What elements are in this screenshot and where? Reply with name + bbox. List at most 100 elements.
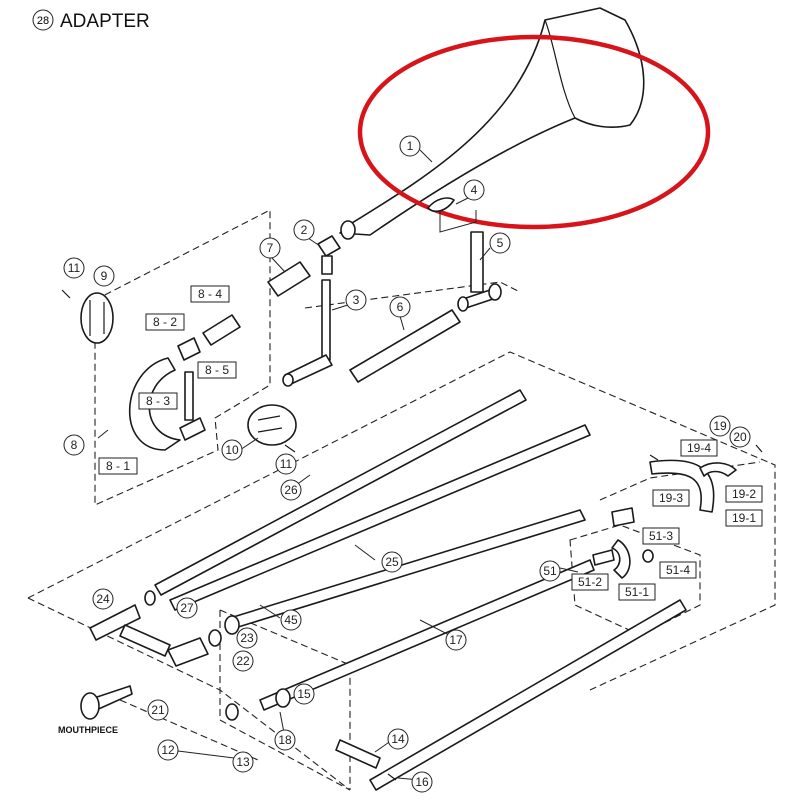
svg-text:45: 45 [284, 613, 298, 627]
callout-11-bottom[interactable]: 11 [275, 453, 297, 475]
bell-highlight [357, 34, 711, 230]
callout-20[interactable]: 20 [729, 426, 751, 448]
lead-8 [97, 429, 109, 439]
lead-25 [354, 544, 376, 561]
callout-51-3[interactable]: 51-3 [642, 527, 680, 545]
section-title: ADAPTER [60, 11, 150, 32]
tube-5 [457, 231, 502, 312]
crook-19-2 [699, 462, 737, 477]
tube-3-vertical [321, 279, 331, 361]
lead-7 [271, 257, 286, 273]
callout-8[interactable]: 8 [63, 434, 85, 456]
callout-16[interactable]: 16 [411, 771, 433, 793]
svg-text:51: 51 [543, 564, 557, 578]
sleeve-7 [267, 261, 311, 297]
upper-center-outline [304, 281, 521, 309]
svg-text:16: 16 [415, 775, 429, 789]
svg-text:3: 3 [353, 293, 360, 307]
tube-6 [349, 309, 461, 383]
brace-plate [427, 197, 455, 213]
callout-19-2[interactable]: 19-2 [725, 485, 763, 503]
valve-51-4 [642, 549, 654, 563]
svg-text:14: 14 [391, 732, 405, 746]
piece-24 [89, 604, 141, 641]
boxed-callouts: 8 - 4 8 - 2 8 - 5 8 - 3 8 - 1 19-4 19-3 … [98, 285, 763, 601]
callout-27[interactable]: 27 [176, 597, 198, 619]
crook-19-body [649, 459, 715, 513]
callout-51[interactable]: 51 [539, 560, 561, 582]
callout-17[interactable]: 17 [445, 629, 467, 651]
elbow-2 [317, 235, 341, 275]
callout-26[interactable]: 26 [280, 479, 302, 501]
callout-25[interactable]: 25 [381, 551, 403, 573]
callout-45[interactable]: 45 [280, 609, 302, 631]
callout-19-4[interactable]: 19-4 [680, 439, 718, 457]
svg-text:8 - 4: 8 - 4 [198, 287, 222, 301]
callout-8-3[interactable]: 8 - 3 [138, 392, 178, 410]
screw-11-top [61, 289, 71, 299]
callout-2[interactable]: 2 [293, 219, 315, 241]
callout-19[interactable]: 19 [709, 415, 731, 437]
callout-21[interactable]: 21 [147, 699, 169, 721]
callout-12[interactable]: 12 [157, 739, 179, 761]
svg-text:1: 1 [407, 139, 414, 153]
callout-8-4[interactable]: 8 - 4 [190, 285, 230, 303]
callout-19-1[interactable]: 19-1 [725, 509, 763, 527]
cap-10-grip [257, 415, 283, 433]
callout-14[interactable]: 14 [387, 728, 409, 750]
svg-text:11: 11 [280, 457, 293, 471]
callout-4[interactable]: 4 [463, 179, 485, 201]
ring-22 [208, 629, 222, 647]
cap-10-body [247, 404, 297, 446]
callout-8-5[interactable]: 8 - 5 [197, 361, 237, 379]
callout-6[interactable]: 6 [389, 296, 411, 318]
callout-8-1[interactable]: 8 - 1 [98, 457, 138, 475]
svg-text:24: 24 [96, 592, 110, 606]
callout-19-3[interactable]: 19-3 [652, 489, 690, 507]
callout-22[interactable]: 22 [232, 650, 254, 672]
callout-7[interactable]: 7 [259, 237, 281, 259]
callout-51-2[interactable]: 51-2 [571, 573, 609, 591]
callout-8-2[interactable]: 8 - 2 [145, 313, 185, 331]
screw-19 [649, 454, 659, 461]
svg-text:19-4: 19-4 [687, 441, 711, 455]
svg-text:8 - 1: 8 - 1 [106, 459, 130, 473]
callout-10[interactable]: 10 [221, 439, 243, 461]
valve-51-2 [592, 549, 615, 566]
ring-lower [225, 703, 239, 721]
lead-2 [307, 237, 321, 247]
cap-9-grip [89, 300, 105, 336]
callout-23[interactable]: 23 [236, 627, 258, 649]
svg-text:51-3: 51-3 [649, 529, 673, 543]
lead-1 [419, 149, 433, 163]
callout-1[interactable]: 1 [399, 135, 421, 157]
callout-11-top[interactable]: 11 [63, 257, 85, 279]
callout-51-1[interactable]: 51-1 [618, 583, 656, 601]
ubend-8-connector [177, 337, 201, 361]
callout-5[interactable]: 5 [489, 232, 511, 254]
cap-9 [80, 292, 114, 344]
callout-24[interactable]: 24 [92, 588, 114, 610]
svg-text:51-2: 51-2 [578, 575, 602, 589]
svg-text:5: 5 [497, 236, 504, 250]
svg-text:22: 22 [236, 654, 250, 668]
tube-25 [169, 424, 591, 611]
callout-3[interactable]: 3 [345, 289, 367, 311]
svg-text:21: 21 [151, 703, 165, 717]
ring-23 [224, 615, 240, 635]
cap-9-body [80, 292, 114, 344]
upper-left-assembly-outline [94, 209, 271, 506]
valve-assembly-outline [569, 524, 701, 636]
piece-14 [335, 739, 381, 769]
callout-9[interactable]: 9 [93, 265, 115, 287]
callout-18[interactable]: 18 [274, 729, 296, 751]
lead-6 [399, 315, 405, 331]
svg-text:19-3: 19-3 [659, 491, 683, 505]
svg-text:11: 11 [68, 261, 81, 275]
callout-13[interactable]: 13 [232, 751, 254, 773]
tube-lower [369, 599, 687, 791]
callout-15[interactable]: 15 [293, 683, 315, 705]
mouthpiece-label: MOUTHPIECE [58, 725, 118, 735]
callout-51-4[interactable]: 51-4 [659, 561, 697, 579]
bell-part [339, 7, 645, 240]
